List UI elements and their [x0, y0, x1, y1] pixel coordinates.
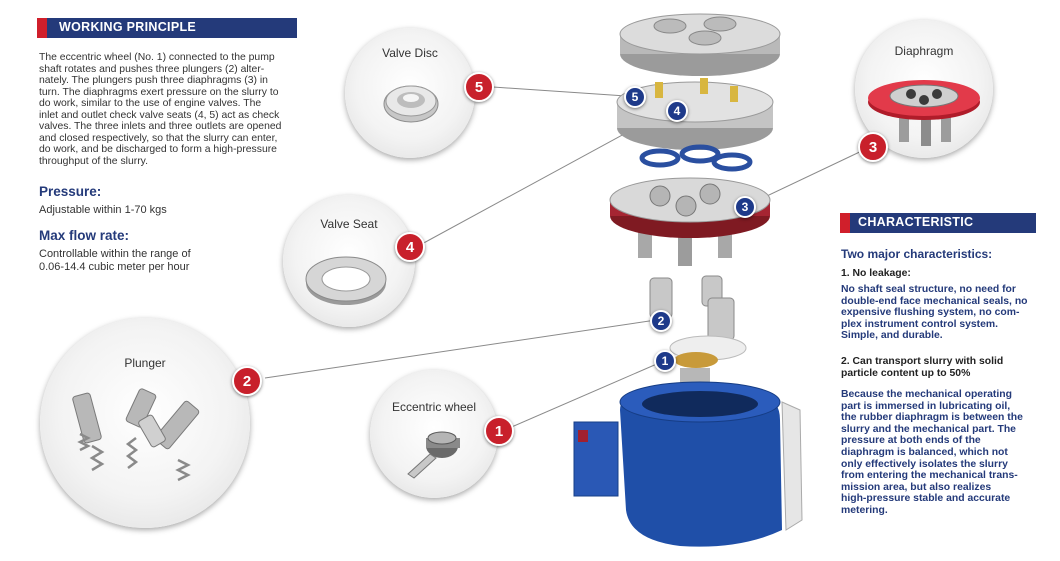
- wp-line: do work, and be discharged to form a hig…: [39, 144, 277, 155]
- characteristic-header: CHARACTERISTIC: [840, 213, 1036, 233]
- diaphragm-icon: [868, 80, 980, 146]
- exploded-badge-1: 1: [654, 350, 676, 372]
- pressure-title: Pressure:: [39, 184, 102, 199]
- pressure-value: Adjustable within 1-70 kgs: [39, 204, 167, 216]
- max-flow-title: Max flow rate:: [39, 228, 130, 243]
- exploded-pump-illustration: [573, 13, 803, 547]
- item1-line: plex instrument control system.: [841, 318, 999, 330]
- wp-line: The eccentric wheel (No. 1) connected to…: [39, 52, 275, 63]
- item2-line: part is immersed in lubricating oil,: [841, 400, 1011, 412]
- max-flow-value: Controllable within the range of 0.06-14…: [39, 248, 191, 273]
- plunger-badge: 2: [232, 366, 262, 396]
- item1-line: Simple, and durable.: [841, 330, 943, 342]
- wp-line: do work, similar to the use of engine va…: [39, 98, 262, 109]
- top-cover: [619, 13, 781, 76]
- eccentric-wheel-label: Eccentric wheel: [391, 400, 477, 414]
- item2-line: only effectively isolates the slurry: [841, 458, 1008, 470]
- eccentric-wheel-icon: [407, 431, 460, 479]
- item2-line: Because the mechanical operating: [841, 389, 1012, 400]
- item1-line: No shaft seal structure, no need for: [841, 284, 1016, 295]
- pump-body: [573, 381, 803, 547]
- valve-seat-badge: 4: [395, 232, 425, 262]
- working-principle-header: WORKING PRINCIPLE: [37, 18, 297, 38]
- max-flow-line: Controllable within the range of: [39, 248, 191, 260]
- wp-line: throughput of the slurry.: [39, 155, 148, 167]
- item2-line: mission area, but also realizes: [841, 481, 992, 493]
- valve-disc-label: Valve Disc: [382, 46, 438, 60]
- item1-line: double-end face mechanical seals, no: [841, 295, 1028, 307]
- exploded-badge-3: 3: [734, 196, 756, 218]
- valve-seat-icon: [305, 256, 387, 305]
- item2-title-line: particle content up to 50%: [841, 367, 971, 379]
- max-flow-line: 0.06-14.4 cubic meter per hour: [39, 260, 190, 273]
- eccentric-wheel-badge: 1: [484, 416, 514, 446]
- valve-seat-circle: Valve Seat: [283, 195, 415, 327]
- item2-line: diaphragm is balanced, which not: [841, 446, 1008, 458]
- item2-line: slurry and the mechanical part. The: [841, 423, 1016, 435]
- item2-line: from entering the mechanical trans-: [841, 470, 1018, 482]
- exploded-badge-2: 2: [650, 310, 672, 332]
- item1-title: 1. No leakage:: [841, 268, 911, 279]
- valve-disc-icon: [383, 85, 439, 123]
- item2-line: pressure at both ends of the: [841, 435, 981, 447]
- seal-rings: [639, 144, 753, 172]
- exploded-badge-5: 5: [624, 86, 646, 108]
- wp-line: turn. The diaphragms exert pressure on t…: [39, 86, 279, 98]
- item2-line: high-pressure stable and accurate: [841, 493, 1011, 505]
- characteristic-subtitle: Two major characteristics:: [841, 247, 993, 261]
- working-principle-title: WORKING PRINCIPLE: [59, 20, 197, 34]
- plunger-circle: Plunger: [40, 318, 250, 528]
- eccentric-wheel-circle: Eccentric wheel: [370, 370, 498, 498]
- item2-line: the rubber diaphragm is between the: [841, 412, 1023, 424]
- valve-disc-badge: 5: [464, 72, 494, 102]
- item2-text: Because the mechanical operating part is…: [841, 389, 1051, 517]
- wp-line: inlet and outlet check valve seats (4, 5…: [39, 109, 280, 121]
- plunger-label: Plunger: [124, 356, 166, 370]
- plunger-parts: [649, 275, 735, 341]
- item1-line: expensive flushing system, no com-: [841, 307, 1020, 319]
- exploded-badge-4: 4: [666, 100, 688, 122]
- diaphragm-plate: [609, 177, 771, 266]
- diaphragm-label: Diaphragm: [894, 44, 954, 58]
- item2-line: metering.: [841, 504, 888, 516]
- characteristic-title: CHARACTERISTIC: [858, 215, 974, 229]
- valve-disc-circle: Valve Disc: [345, 28, 475, 158]
- wp-line: valves. The three inlets and three outle…: [39, 121, 282, 132]
- valve-seat-label: Valve Seat: [320, 217, 378, 231]
- valve-body: [616, 78, 774, 150]
- item2-title-line: 2. Can transport slurry with solid: [841, 356, 1004, 367]
- wp-line: shaft rotates and pushes three plungers …: [39, 63, 265, 75]
- wp-line: nately. The plungers push three diaphrag…: [39, 75, 268, 86]
- diaphragm-badge: 3: [858, 132, 888, 162]
- item2-title: 2. Can transport slurry with solid parti…: [841, 356, 1051, 379]
- item1-text: No shaft seal structure, no need for dou…: [841, 284, 1051, 342]
- plunger-icon: [72, 388, 200, 482]
- working-principle-text: The eccentric wheel (No. 1) connected to…: [39, 52, 299, 167]
- wp-line: and closed respectively, so that the slu…: [39, 132, 278, 144]
